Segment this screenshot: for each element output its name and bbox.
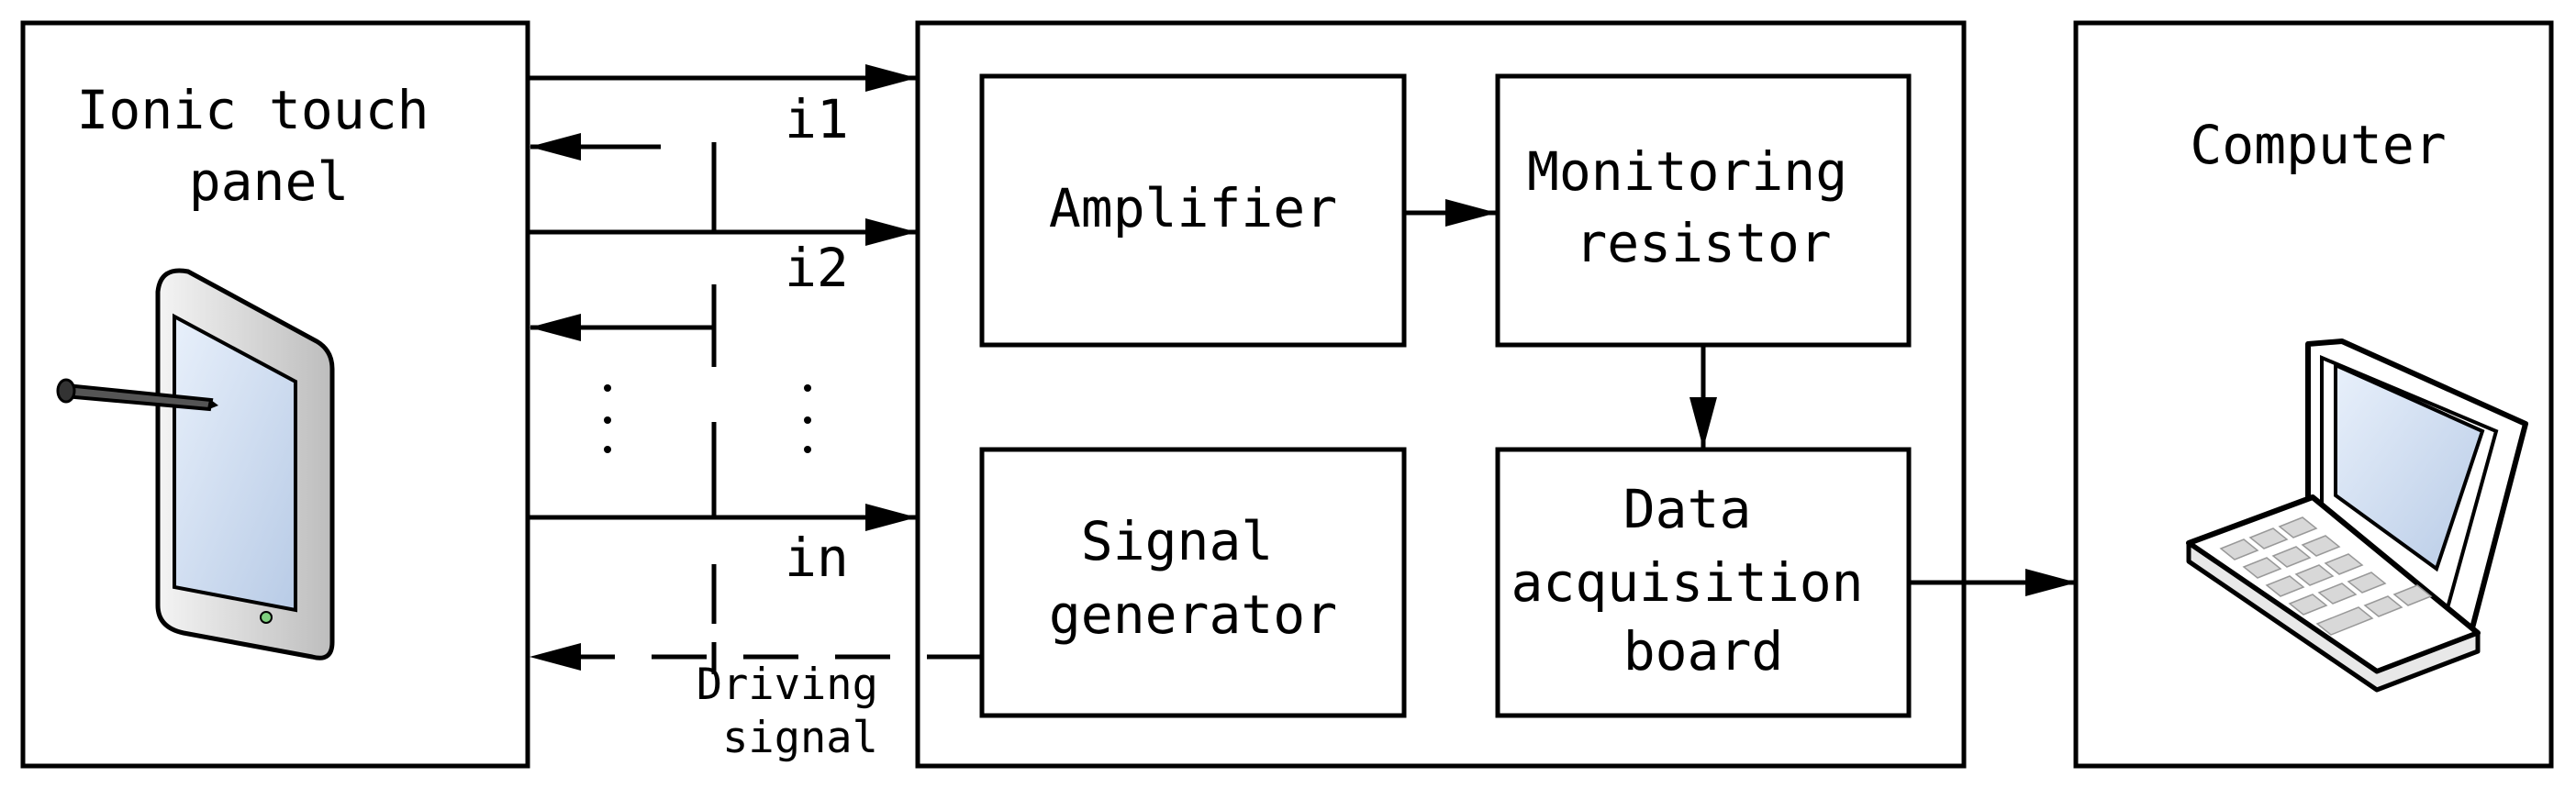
computer-label: Computer [2190,114,2446,176]
ellipsis-dots-left [604,384,611,453]
instrument-block [915,20,1967,769]
current-label-i2: i2 [785,237,849,299]
tablet-with-stylus-icon [56,268,335,660]
driving-signal-label: Driving signal [697,660,904,763]
amplifier-label: Amplifier [1049,177,1337,239]
current-label-i1: i1 [785,88,849,150]
computer-block [2073,20,2554,769]
signal-generator-label: Signal generator [1049,510,1337,646]
current-label-in: in [785,527,849,589]
signal-generator-block [979,447,1407,718]
ellipsis-dots-right [804,384,811,453]
ionic-touch-panel-label: Ionic touch panel [76,79,461,213]
monitoring-resistor-block [1495,73,1912,348]
monitoring-resistor-label: Monitoring resistor [1527,140,1879,274]
data-acquisition-board-label: Data acquisition board [1511,478,1895,683]
ionic-touch-panel-block [20,20,530,769]
laptop-icon [2186,339,2528,693]
